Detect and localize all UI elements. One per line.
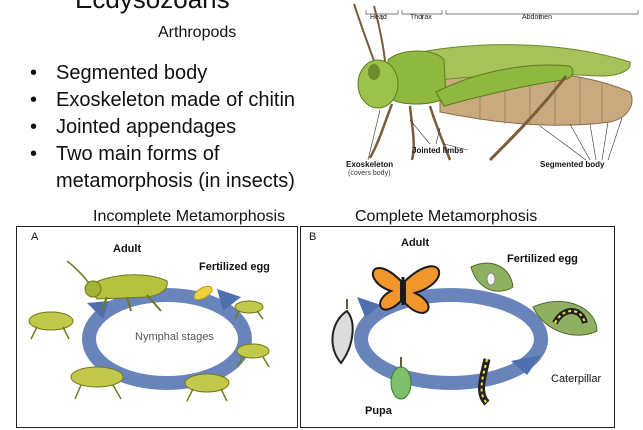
- bullet-item: Two main forms of metamorphosis (in inse…: [30, 141, 295, 195]
- slide-subtitle: Arthropods: [158, 24, 237, 41]
- segmented-body-label: Segmented body: [540, 160, 605, 169]
- complete-metamorphosis-title: Complete Metamorphosis: [355, 208, 538, 225]
- nymphal-stages-label: Nymphal stages: [135, 331, 214, 343]
- complete-cycle-diagram: [331, 262, 598, 406]
- caterpillar-label: Caterpillar: [551, 373, 602, 385]
- abdomen-label: Abdomen: [522, 14, 552, 21]
- complete-metamorphosis-panel: B Adult Fertilized egg Caterpillar Pupa: [300, 226, 615, 428]
- fertilized-egg-label: Fertilized egg: [199, 261, 270, 273]
- bullet-item: Exoskeleton made of chitin: [30, 87, 295, 114]
- incomplete-metamorphosis-panel: A Adult Fertilized egg Nymphal stages: [16, 226, 298, 428]
- panel-b-letter: B: [309, 231, 317, 243]
- grasshopper-figure: Head Thorax Abdomen Jointed limbs Exoske…: [340, 0, 643, 185]
- bullet-text: Jointed appendages: [56, 116, 237, 138]
- bullet-text-continued: metamorphosis (in insects): [56, 170, 295, 192]
- bullet-text: Segmented body: [56, 62, 208, 84]
- slide-title: Ecdysozoans: [75, 0, 230, 15]
- bullet-item: Jointed appendages: [30, 114, 295, 141]
- grasshopper-illustration: [353, 3, 639, 162]
- bullet-item: Segmented body: [30, 60, 295, 87]
- incomplete-cycle-diagram: [28, 260, 270, 402]
- pupa-label: Pupa: [365, 405, 392, 417]
- thorax-label: Thorax: [410, 14, 432, 21]
- jointed-limbs-label: Jointed limbs: [412, 146, 464, 155]
- incomplete-metamorphosis-title: Incomplete Metamorphosis: [93, 208, 286, 225]
- adult-label: Adult: [401, 237, 430, 249]
- exoskeleton-label: Exoskeleton: [346, 160, 394, 169]
- bullet-text: Exoskeleton made of chitin: [56, 89, 296, 111]
- bullet-text: Two main forms of: [56, 143, 220, 165]
- head-label: Head: [370, 14, 387, 21]
- adult-label: Adult: [113, 243, 142, 255]
- fertilized-egg-label: Fertilized egg: [507, 253, 578, 265]
- panel-a-letter: A: [31, 231, 39, 243]
- exoskeleton-note: (covers body): [348, 170, 391, 177]
- bullet-list: Segmented body Exoskeleton made of chiti…: [30, 60, 295, 195]
